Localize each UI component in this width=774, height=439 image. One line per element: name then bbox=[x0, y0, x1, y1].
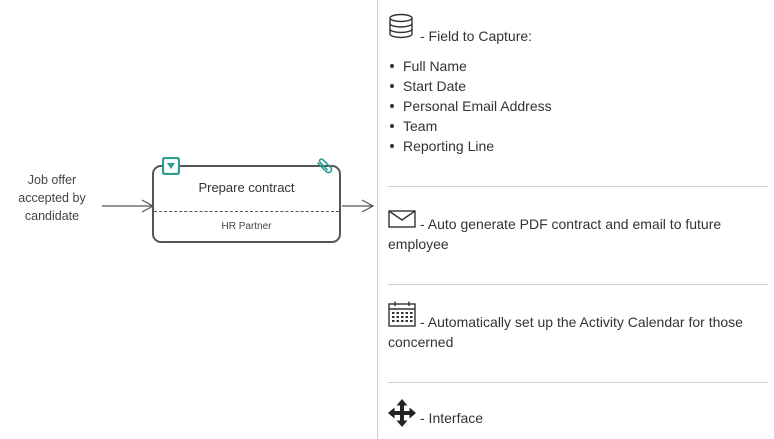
task-role: HR Partner bbox=[221, 221, 272, 232]
process-diagram: Job offer accepted by candidate Prepare … bbox=[0, 0, 377, 439]
list-item: Team bbox=[390, 116, 552, 136]
fields-heading: - Field to Capture: bbox=[420, 28, 533, 44]
interface-text: - Interface bbox=[420, 410, 484, 426]
envelope-icon bbox=[388, 210, 416, 228]
incoming-arrow bbox=[102, 199, 155, 213]
list-item: Personal Email Address bbox=[390, 98, 552, 114]
task-title: Prepare contract bbox=[198, 180, 295, 195]
section-divider bbox=[388, 382, 768, 383]
outgoing-arrow bbox=[342, 199, 375, 213]
email-text: - Auto generate PDF contract and email t… bbox=[388, 216, 722, 252]
details-panel: - Field to Capture: Full Name Start Date… bbox=[378, 0, 774, 439]
task-prepare-contract[interactable]: Prepare contract HR Partner bbox=[152, 165, 341, 243]
list-item: Full Name bbox=[390, 56, 552, 76]
paperclip-icon[interactable] bbox=[314, 155, 336, 177]
panel-divider bbox=[377, 0, 378, 439]
field-list: Full Name Start Date Personal Email Addr… bbox=[388, 56, 552, 156]
calendar-icon bbox=[388, 301, 416, 327]
list-item: Reporting Line bbox=[390, 136, 552, 156]
trigger-label: Job offer accepted by candidate bbox=[18, 173, 86, 223]
move-arrows-icon bbox=[388, 399, 416, 427]
section-divider bbox=[388, 284, 768, 285]
form-dropdown-icon[interactable] bbox=[162, 157, 180, 175]
task-divider bbox=[154, 211, 339, 212]
section-divider bbox=[388, 186, 768, 187]
calendar-text: - Automatically set up the Activity Cale… bbox=[388, 314, 743, 350]
database-icon bbox=[389, 13, 413, 39]
list-item: Start Date bbox=[390, 76, 552, 96]
